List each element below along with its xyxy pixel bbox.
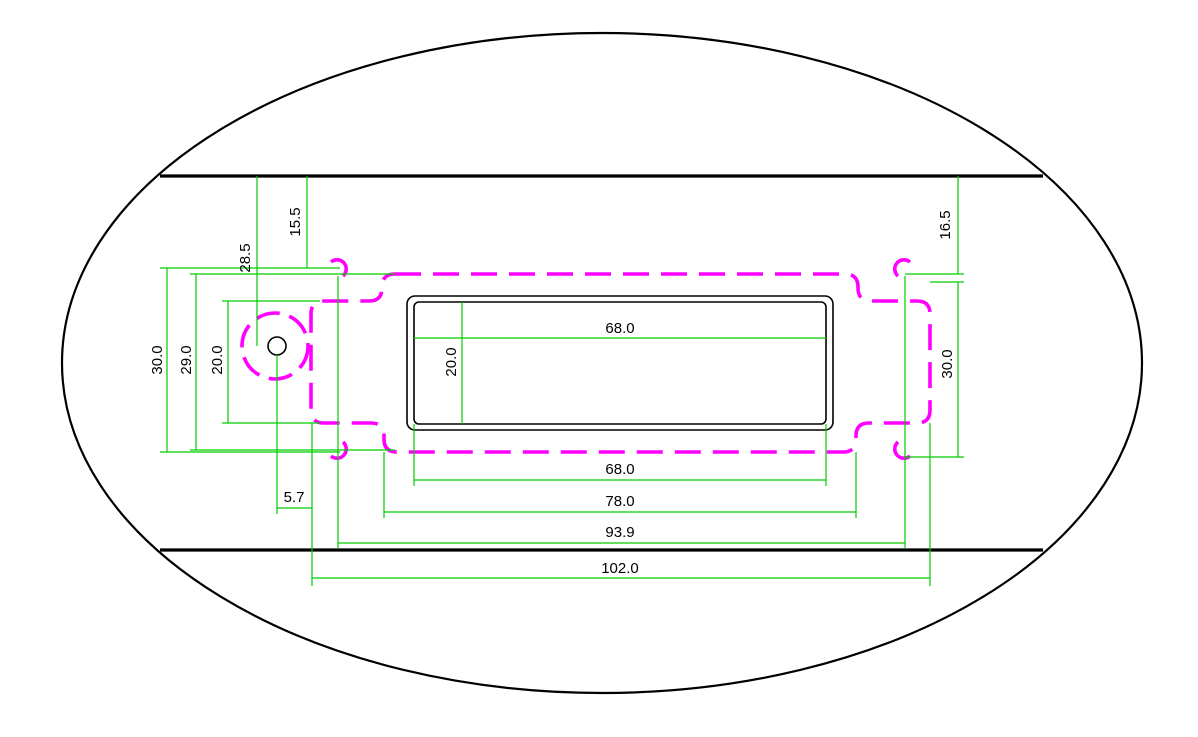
dim-label-window-width: 68.0: [605, 320, 634, 337]
dim-label-16-5: 16.5: [937, 210, 954, 239]
dim-label-bottom-68: 68.0: [605, 461, 634, 478]
dashed-outline: [309, 272, 932, 454]
outer-ellipse: [60, 31, 1144, 695]
dim-label-hole-offset: 5.7: [284, 489, 305, 506]
dim-label-bottom-102: 102.0: [601, 560, 639, 577]
dim-label-29: 29.0: [178, 345, 195, 374]
dim-label-20-left: 20.0: [209, 345, 226, 374]
dim-label-30-right: 30.0: [939, 349, 956, 378]
window-cutout-inner: [413, 301, 827, 425]
small-hole: [267, 336, 287, 356]
dim-label-15-5: 15.5: [287, 207, 304, 236]
dim-label-28-5: 28.5: [237, 243, 254, 272]
dim-label-bottom-78: 78.0: [605, 493, 634, 510]
corner-arc-bottom-left: [329, 440, 348, 460]
corner-arc-bottom-right: [893, 440, 912, 460]
dim-label-bottom-93-9: 93.9: [605, 524, 634, 541]
dashed-circle: [240, 311, 310, 381]
window-cutout-outer: [406, 295, 834, 431]
corner-arc-top-right: [893, 258, 912, 278]
dimension-lines: [160, 176, 964, 586]
dim-label-30-left: 30.0: [149, 345, 166, 374]
dim-label-window-height: 20.0: [443, 347, 460, 376]
